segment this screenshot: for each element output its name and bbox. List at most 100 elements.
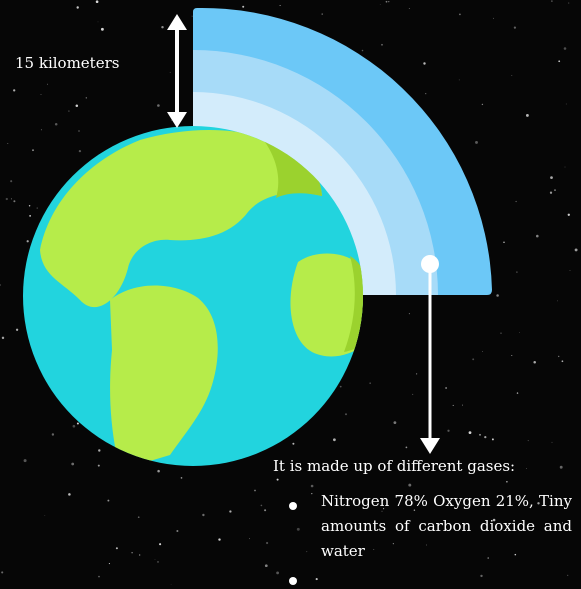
star [76, 422, 79, 425]
star [445, 387, 447, 389]
star [557, 300, 558, 302]
star [565, 103, 567, 105]
star [264, 564, 268, 568]
gas-list-item-empty [287, 564, 572, 589]
star [10, 180, 13, 183]
star [574, 248, 578, 252]
star [527, 440, 529, 442]
star [170, 583, 172, 585]
star [229, 510, 232, 513]
star [550, 176, 553, 179]
star [425, 544, 427, 546]
star [479, 433, 481, 436]
star [536, 234, 539, 238]
star [98, 575, 100, 578]
star [32, 149, 34, 152]
star [180, 477, 183, 479]
gas-list: Nitrogen 78% Oxygen 21%, Tiny amounts of… [287, 489, 572, 589]
star [157, 469, 160, 473]
star [537, 502, 540, 505]
star [40, 94, 42, 95]
star [315, 578, 318, 581]
star [568, 2, 570, 4]
star [492, 518, 496, 522]
star [519, 332, 520, 333]
star [379, 4, 381, 5]
star [95, 0, 99, 4]
star [506, 480, 508, 483]
star [76, 6, 79, 9]
star [392, 543, 394, 545]
continent-east [290, 253, 363, 357]
star [40, 129, 42, 131]
continent-east-shade [344, 256, 363, 352]
star [493, 17, 495, 19]
star [254, 489, 256, 492]
star [496, 294, 499, 297]
star [385, 0, 388, 3]
star [383, 508, 385, 510]
star [405, 446, 408, 449]
star [137, 516, 140, 519]
star [13, 200, 16, 203]
star [276, 478, 279, 481]
star [333, 438, 336, 442]
star [472, 358, 475, 361]
star [296, 527, 300, 531]
star [549, 191, 553, 194]
star [115, 547, 118, 550]
star [159, 543, 162, 546]
star [321, 13, 323, 15]
star [551, 0, 553, 2]
star [567, 213, 570, 216]
star [100, 27, 104, 31]
star [72, 424, 76, 428]
star [169, 71, 171, 73]
star [260, 504, 263, 507]
star [452, 404, 454, 406]
star [157, 561, 159, 563]
star [554, 189, 556, 191]
star [157, 104, 160, 107]
thickness-label: 15 kilometers [15, 54, 120, 72]
star [43, 63, 45, 65]
star [513, 26, 517, 29]
star [393, 421, 397, 424]
star [154, 559, 156, 560]
star [51, 433, 55, 436]
star [361, 49, 364, 52]
star [75, 104, 79, 108]
star [480, 574, 483, 578]
star [503, 241, 505, 244]
star [78, 130, 80, 132]
star [10, 198, 12, 200]
star [97, 21, 99, 23]
star [68, 493, 71, 496]
star [559, 465, 563, 469]
continent-south [110, 285, 218, 466]
star [131, 551, 133, 554]
star [0, 284, 1, 286]
star [97, 464, 100, 467]
star [516, 392, 519, 394]
star [266, 541, 269, 545]
star [388, 1, 390, 3]
star [468, 431, 472, 434]
star [500, 332, 502, 334]
star [425, 93, 427, 95]
star [381, 510, 383, 512]
star [15, 328, 19, 331]
star [13, 89, 16, 92]
star [339, 385, 342, 388]
star [71, 462, 75, 466]
star [491, 438, 494, 441]
star [459, 13, 461, 16]
star [558, 60, 561, 63]
star [29, 215, 31, 217]
star [85, 97, 87, 99]
star [561, 522, 564, 524]
star [511, 75, 513, 77]
star [218, 538, 221, 541]
star [44, 515, 46, 516]
